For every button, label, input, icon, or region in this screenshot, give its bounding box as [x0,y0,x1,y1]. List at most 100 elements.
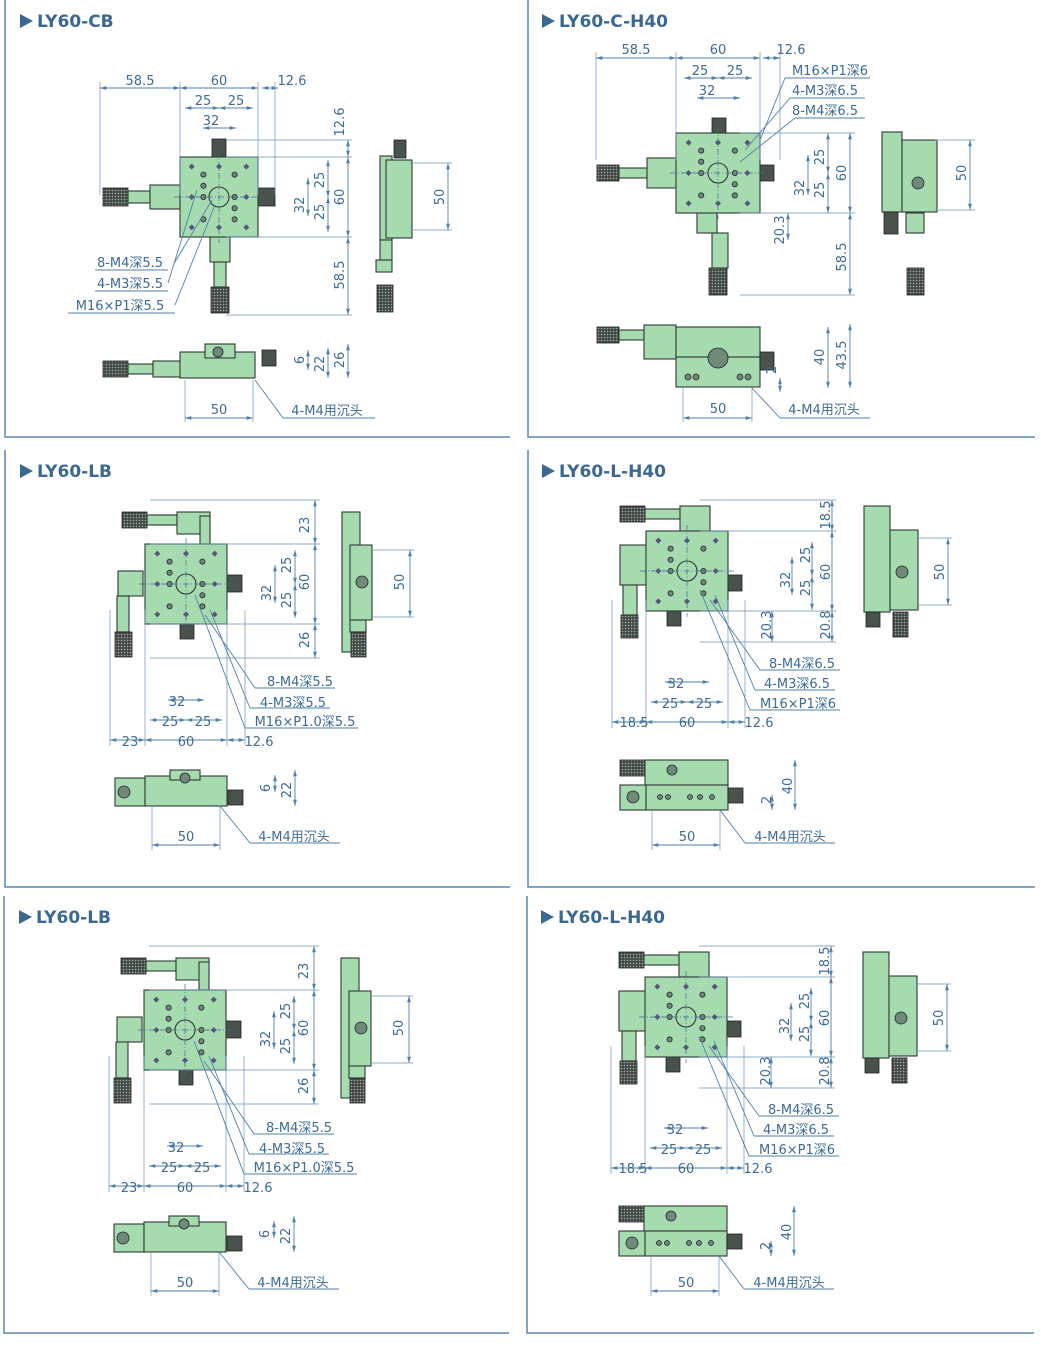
screw-hole-icon [709,794,715,800]
dimension-label: 50 [433,189,448,206]
stage-part [115,1041,129,1079]
dimension-label: 50 [933,564,948,581]
panel-title: LY60-CB [37,12,114,32]
micrometer-knurl [376,284,394,313]
dimension-label: 60 [679,716,696,731]
dimension-label: 25 [313,204,328,221]
dimension-label: 20.3 [773,216,788,245]
dimension-label: 4-M3深6.5 [763,1123,829,1138]
screw-hole-icon [666,1002,673,1009]
dimension-label: 2 [760,796,775,804]
knob [178,1069,194,1086]
mount-hole-icon [188,224,195,231]
screw-hole-icon [707,347,729,369]
dimension-label: 32 [168,1141,185,1156]
screw-hole-icon [625,1236,639,1250]
screw-hole-icon [731,147,738,154]
extension-line [218,1251,250,1290]
dimension-label: 4-M4用沉头 [753,1276,824,1291]
dimension-label: M16×P1.0深5.5 [254,1161,355,1176]
knob [226,574,243,593]
dimension-label: 58.5 [333,261,348,290]
mount-hole-icon [182,1057,188,1064]
stage-part [209,236,231,263]
stage-part [375,259,393,273]
mount-hole-icon [685,139,692,146]
extension-line [713,1040,755,1137]
mount-hole-icon [154,611,161,618]
mount-hole-icon [715,200,721,207]
mount-hole-icon [683,1044,689,1051]
extension-line [204,614,256,689]
dimension-label: 6 [259,784,274,792]
dimension-label: 50 [392,1020,407,1037]
screw-hole-icon [231,216,238,223]
mount-hole-icon [153,996,160,1003]
stage-part [881,131,903,213]
dimension-label: 60 [710,43,727,58]
panel-title: LY60-L-H40 [558,908,665,928]
mount-hole-icon [154,550,161,557]
dimension-label: 4-M3深5.5 [97,277,163,292]
screw-hole-icon [744,373,752,381]
screw-hole-icon [736,373,744,381]
extension-line [744,97,791,151]
extension-line [714,594,756,691]
dimension-label: 58.5 [835,243,850,272]
mount-hole-icon [243,224,250,231]
dimension-label: 25 [195,94,212,109]
micrometer-knurl [906,267,925,296]
dimension-label: 25 [662,697,679,712]
extension-line [174,204,216,306]
dimension-label: 26 [298,632,313,649]
stage-part [678,951,710,978]
dimension-label: 25 [692,64,709,79]
dimension-label: 2 [759,1242,774,1250]
dimension-label: 8-M4深6.5 [792,104,858,119]
dimension-label: 43.5 [835,341,850,370]
micrometer-knurl [210,286,230,314]
knob [865,611,881,628]
dimension-label: 25 [813,149,828,166]
dimension-label: 18.5 [819,501,834,530]
dimension-label: 4-M4用沉头 [257,1276,328,1291]
extension-line [208,1055,250,1155]
mount-hole-icon [711,983,718,990]
dimension-label: 22 [279,1228,294,1245]
screw-hole-icon [667,545,674,552]
extension-line [718,1255,745,1290]
screw-hole-icon [199,558,206,565]
panel-title: LY60-L-H40 [559,462,666,482]
knob [227,789,244,806]
dimension-label: 12.6 [333,108,348,137]
dimension-label: 32 [668,677,685,692]
micrometer-knurl [619,759,646,777]
dimension-label: 6 [258,1230,273,1238]
triangle-bullet-icon [20,464,33,478]
knob [665,1056,681,1073]
stage-part [348,1065,366,1079]
micrometer-knurl [596,326,620,344]
screw-hole-icon [666,764,678,776]
mount-hole-icon [210,996,217,1003]
micrometer-knurl [620,614,639,639]
knob [179,623,195,640]
panel-frame [4,450,510,888]
dimension-label: 25 [280,557,295,574]
screw-hole-icon [664,1240,670,1246]
micrometer-knurl [102,360,129,378]
stage-part [711,232,729,269]
extension-line [219,805,251,844]
stage-part [127,363,154,375]
dimension-label: 12.6 [245,735,274,750]
extension-line [203,1060,255,1135]
dimension-label: 26 [297,1078,312,1095]
knob [883,211,899,235]
mount-hole-icon [655,537,662,544]
dimension-label: 50 [932,1010,947,1027]
dimension-label: 4-M4用沉头 [788,403,859,418]
screw-hole-icon [166,558,173,565]
knob [727,787,744,804]
micrometer-knurl [891,1057,908,1084]
dimension-label: 23 [121,1181,138,1196]
